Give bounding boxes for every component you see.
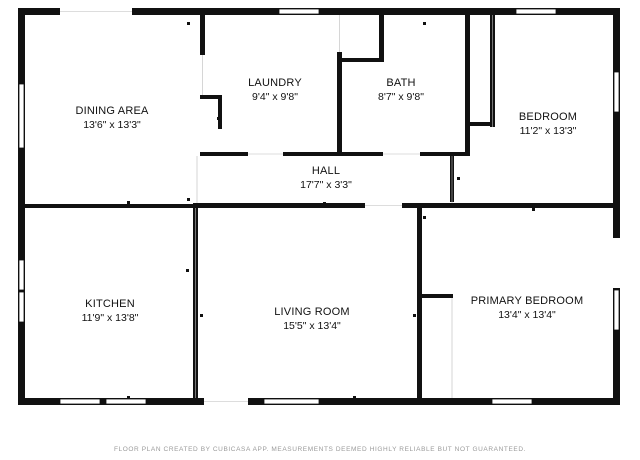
room-hall: HALL 17'7" x 3'3" — [300, 165, 352, 191]
room-name-hall: HALL — [312, 165, 340, 177]
marker-12 — [217, 117, 220, 120]
window-bottom-primary — [491, 398, 533, 405]
room-name-bedroom: BEDROOM — [519, 111, 577, 123]
room-dims-kitchen: 11'9" x 13'8" — [82, 312, 139, 324]
room-dining: DINING AREA 13'6" x 13'3" — [75, 105, 149, 131]
room-dims-hall: 17'7" x 3'3" — [300, 179, 352, 191]
room-primary: PRIMARY BEDROOM 13'4" x 13'4" — [471, 295, 584, 321]
room-name-laundry: LAUNDRY — [248, 77, 302, 89]
wall-markers — [127, 22, 535, 399]
wall-dining-kitchen — [25, 204, 197, 208]
marker-1 — [127, 201, 130, 204]
marker-14 — [187, 22, 190, 25]
room-dims-dining: 13'6" x 13'3" — [83, 119, 141, 131]
wall-primary-closet-h — [417, 294, 453, 298]
wall-laundry-bottom-a — [200, 152, 248, 156]
room-kitchen: KITCHEN 11'9" x 13'8" — [82, 298, 139, 324]
room-dims-primary: 13'4" x 13'4" — [498, 309, 556, 321]
window-right-bedroom — [613, 71, 620, 113]
marker-13 — [423, 22, 426, 25]
wall-bath-closet-h — [337, 58, 384, 62]
window-left-kitchen — [18, 259, 25, 291]
wall-bedroom-closet-h — [468, 122, 495, 126]
windows — [18, 8, 620, 405]
window-bottom-kitchen-1 — [59, 398, 101, 405]
marker-7 — [200, 314, 203, 317]
window-bottom-living — [263, 398, 320, 405]
room-dims-laundry: 9'4" x 9'8" — [252, 91, 298, 103]
opening-right-primary-door — [613, 238, 620, 288]
room-labels: DINING AREA 13'6" x 13'3" LAUNDRY 9'4" x… — [75, 77, 583, 332]
window-left-kitchen-2 — [18, 291, 25, 323]
marker-9 — [186, 269, 189, 272]
wall-bath-bottom — [420, 152, 470, 156]
window-left-dining — [18, 83, 25, 149]
window-bottom-kitchen-2 — [105, 398, 147, 405]
wall-living-primary — [417, 208, 422, 398]
wall-laundry-jog-h — [200, 95, 222, 99]
room-name-living: LIVING ROOM — [274, 306, 350, 318]
marker-3 — [323, 202, 326, 205]
marker-5 — [127, 396, 130, 399]
opening-frames — [60, 11, 493, 402]
wall-bath-bedroom — [465, 15, 470, 156]
room-dims-living: 15'5" x 13'4" — [283, 320, 341, 332]
interior-walls — [25, 15, 620, 398]
room-dims-bedroom: 11'2" x 13'3" — [520, 125, 577, 137]
marker-10 — [466, 104, 469, 107]
room-name-primary: PRIMARY BEDROOM — [471, 295, 584, 307]
wall-hall-bottom-b — [402, 203, 620, 208]
wall-laundry-jog-v — [218, 95, 222, 129]
wall-laundry-bottom-b — [283, 152, 383, 156]
marker-6 — [353, 396, 356, 399]
marker-15 — [423, 216, 426, 219]
wall-left — [18, 8, 25, 405]
room-name-bath: BATH — [386, 77, 415, 89]
marker-11 — [457, 177, 460, 180]
footer-disclaimer: FLOOR PLAN CREATED BY CUBICASA APP. MEAS… — [113, 446, 527, 453]
wall-laundry-bath — [337, 52, 342, 156]
room-bedroom: BEDROOM 11'2" x 13'3" — [519, 111, 577, 137]
room-bath: BATH 8'7" x 9'8" — [378, 77, 424, 103]
marker-2 — [187, 198, 190, 201]
wall-hall-bottom-a — [193, 203, 365, 208]
room-laundry: LAUNDRY 9'4" x 9'8" — [248, 77, 302, 103]
wall-dining-laundry — [200, 15, 205, 55]
room-living: LIVING ROOM 15'5" x 13'4" — [274, 306, 350, 332]
wall-bath-closet-v — [379, 15, 384, 61]
room-name-dining: DINING AREA — [75, 105, 149, 117]
room-dims-bath: 8'7" x 9'8" — [378, 91, 424, 103]
window-top-bedroom — [515, 8, 557, 15]
marker-4 — [532, 208, 535, 211]
window-top-laundry — [278, 8, 320, 15]
window-right-primary — [613, 289, 620, 331]
marker-8 — [413, 314, 416, 317]
room-name-kitchen: KITCHEN — [85, 298, 135, 310]
